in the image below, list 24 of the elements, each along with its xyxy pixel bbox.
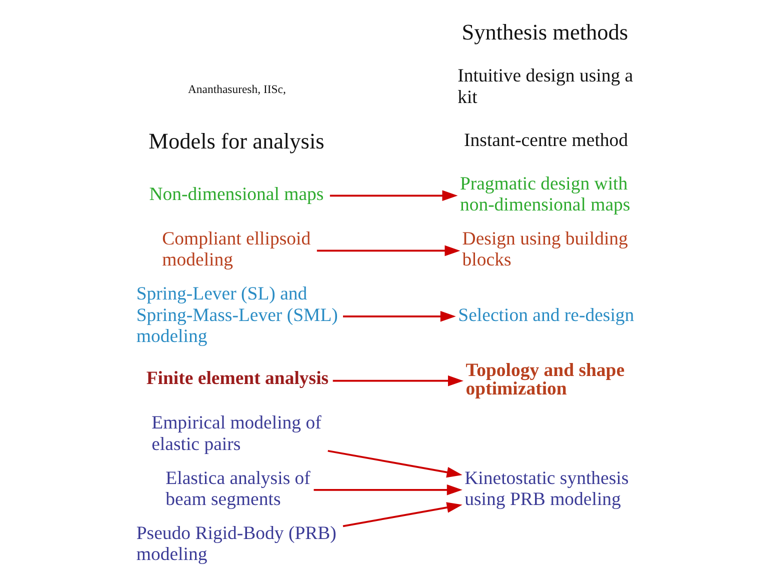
node-text: Instant-centre method xyxy=(464,130,628,152)
node-text: Elastica analysis of beam segments xyxy=(165,468,310,510)
node-text: Kinetostatic synthesis using PRB modeling xyxy=(464,468,628,510)
node-text: Non-dimensional maps xyxy=(148,184,324,206)
arrow xyxy=(327,450,462,478)
label: Models for analysis xyxy=(148,128,324,154)
node-text: Topology and shape optimization xyxy=(465,360,624,400)
node-text: Empirical modeling of elastic pairs xyxy=(151,412,321,455)
arrow xyxy=(316,245,460,256)
label: Ananthasuresh, IISc, xyxy=(187,83,286,96)
arrow xyxy=(313,484,462,496)
arrow xyxy=(329,190,458,202)
node-text: Selection and re-design xyxy=(458,304,634,326)
arrow xyxy=(342,310,456,322)
node-text: Compliant ellipsoid modeling xyxy=(162,228,310,271)
node-text: Design using building blocks xyxy=(462,228,628,271)
node-text: Finite element analysis xyxy=(146,368,328,390)
label: Synthesis methods xyxy=(461,19,628,44)
arrow xyxy=(332,375,463,386)
node-text: Intuitive design using a kit xyxy=(457,66,633,108)
node-text: Pseudo Rigid-Body (PRB) modeling xyxy=(136,522,336,565)
arrow xyxy=(342,502,462,528)
node-text: Spring-Lever (SL) and Spring-Mass-Lever (SML) modeling xyxy=(136,284,338,347)
node-text: Pragmatic design with non-dimensional maps xyxy=(459,174,630,216)
